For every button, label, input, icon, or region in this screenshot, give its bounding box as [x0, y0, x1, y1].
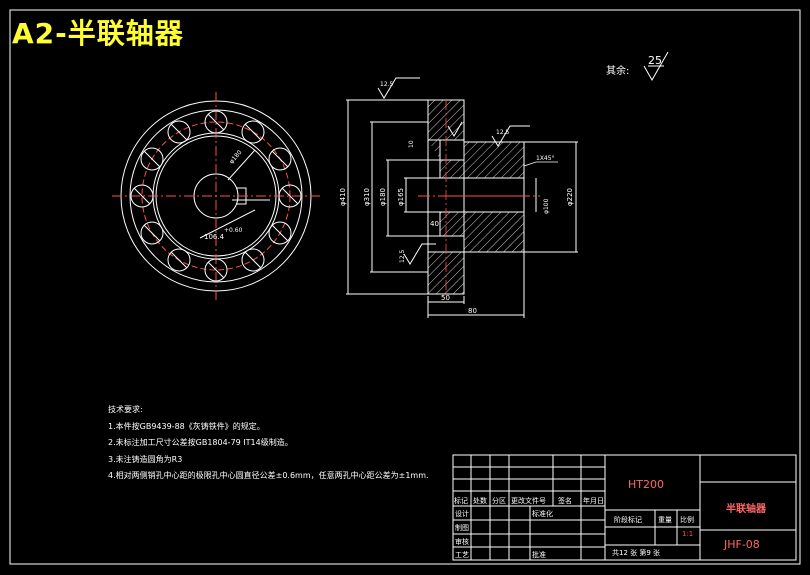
- tb-row-standard: 标准化: [532, 510, 553, 518]
- dim-dia-outer: φ410: [339, 188, 347, 206]
- tb-sheets: 共12 张 第9 张: [612, 549, 661, 557]
- tb-row-review: 审核: [455, 538, 469, 546]
- bolt-holes: [130, 110, 302, 282]
- tb-drawing-no: JHF-08: [724, 538, 760, 551]
- title-block: [452, 454, 797, 561]
- dim-rough-top: 12.5: [380, 81, 394, 88]
- surface-roughness-value: 25: [648, 54, 662, 67]
- surface-roughness-symbol: [643, 51, 669, 82]
- notes-item: 4.相对两侧销孔中心距的极限孔中心圆直径公差±0.6mm，任意两孔中心距公差为±…: [108, 471, 429, 480]
- sheet-border: [9, 9, 801, 565]
- tb-ratio-label: 比例: [680, 516, 694, 524]
- tb-header-sign: 签名: [558, 497, 572, 505]
- notes-item: 2.未标注加工尺寸公差按GB1804-79 IT14级制造。: [108, 438, 293, 447]
- dim-rough-right: 12.5: [496, 129, 510, 136]
- front-dim-keyway: 106.4: [204, 233, 225, 241]
- front-tolerance: +0.60: [224, 227, 243, 234]
- dim-chamfer: 1X45°: [536, 155, 555, 162]
- dim-40: 40: [430, 220, 439, 228]
- tb-stage-label: 阶段标记: [614, 516, 642, 524]
- dim-dia-100: φ100: [543, 198, 550, 214]
- banner-name: 半联轴器: [67, 17, 184, 50]
- surface-remark-label: 其余:: [606, 66, 630, 77]
- dim-rough-left: 12.5: [399, 249, 406, 263]
- dim-dia-165: φ165: [397, 188, 405, 206]
- notes-item: 3.未注铸造圆角为R3: [108, 454, 183, 464]
- section-view: [346, 77, 578, 318]
- tb-header-zone: 分区: [492, 497, 506, 505]
- dim-dia-180: φ180: [379, 188, 387, 206]
- tb-weight-label: 重量: [658, 516, 672, 524]
- tb-row-process: 工艺: [455, 551, 469, 559]
- tb-header-count: 处数: [473, 497, 487, 505]
- tb-row-design: 设计: [455, 510, 469, 518]
- drawing-banner: A2-半联轴器: [12, 12, 184, 52]
- tb-row-draft: 制图: [455, 524, 469, 532]
- tb-header-mark: 标记: [454, 497, 468, 505]
- dim-dia-310: φ310: [363, 188, 371, 206]
- technical-notes: 技术要求: 1.本件按GB9439-88《灰铸铁件》的规定。 2.未标注加工尺寸…: [108, 402, 429, 485]
- tb-part-name: 半联轴器: [726, 504, 766, 515]
- notes-title: 技术要求:: [108, 405, 143, 414]
- chamfer-leader: [523, 161, 558, 167]
- tb-scale: 1:1: [682, 530, 694, 538]
- notes-item: 1.本件按GB9439-88《灰铸铁件》的规定。: [108, 421, 265, 431]
- tb-material: HT200: [628, 478, 664, 491]
- dim-dia-220: φ220: [566, 188, 574, 206]
- front-dim-inner: φ180: [228, 149, 243, 165]
- tb-row-approve: 批准: [532, 551, 546, 559]
- dim-80: 80: [468, 307, 477, 315]
- dim-10: 10: [408, 140, 415, 148]
- tb-header-date: 年月日: [583, 497, 604, 505]
- tb-header-docno: 更改文件号: [511, 497, 546, 505]
- front-view: [112, 92, 320, 300]
- dim-50: 50: [441, 294, 450, 302]
- banner-code: A2-: [12, 17, 68, 50]
